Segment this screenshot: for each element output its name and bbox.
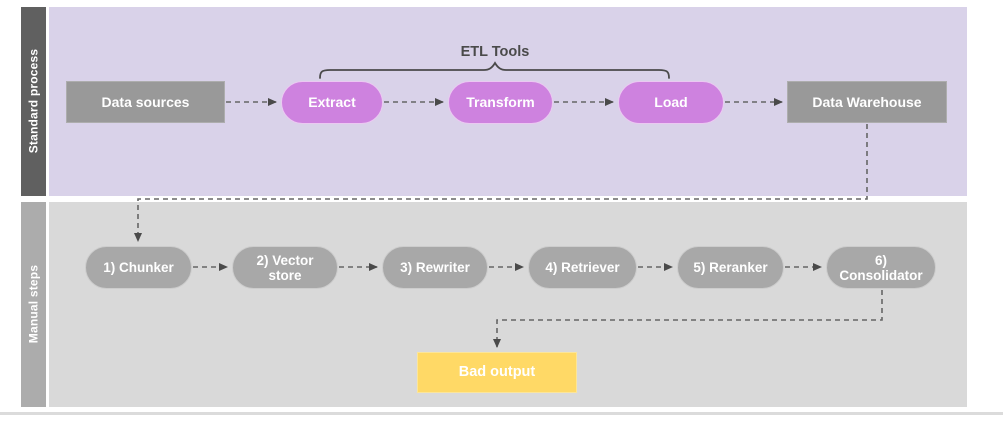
node-data-warehouse-label: Data Warehouse — [812, 93, 922, 110]
node-bad-output-label: Bad output — [458, 364, 536, 380]
lane-title-standard-process: Standard process — [26, 48, 41, 154]
node-data-sources: Data sources — [66, 81, 225, 123]
node-transform: Transform — [448, 81, 553, 124]
node-vector-store: 2) Vector store — [232, 246, 338, 289]
lane-manual-steps-sidebar — [21, 202, 46, 407]
node-data-sources-label: Data sources — [101, 93, 190, 110]
node-retriever-label: 4) Retriever — [545, 260, 620, 275]
node-data-warehouse: Data Warehouse — [787, 81, 947, 123]
node-consolidator-label: 6) Consolidator — [839, 252, 923, 283]
node-consolidator: 6) Consolidator — [826, 246, 936, 289]
node-load-label: Load — [654, 94, 688, 110]
node-rewriter: 3) Rewriter — [382, 246, 488, 289]
node-extract-label: Extract — [308, 94, 356, 110]
lane-standard-process-sidebar — [21, 7, 46, 196]
node-extract: Extract — [281, 81, 383, 124]
lane-title-manual-steps: Manual steps — [26, 264, 41, 344]
etl-tools-label: ETL Tools — [460, 44, 530, 60]
node-rewriter-label: 3) Rewriter — [400, 260, 470, 275]
node-load: Load — [618, 81, 724, 124]
node-bad-output: Bad output — [417, 352, 577, 393]
node-vector-store-label: 2) Vector store — [256, 252, 314, 283]
node-reranker: 5) Reranker — [677, 246, 784, 289]
node-transform-label: Transform — [466, 94, 535, 110]
node-chunker-label: 1) Chunker — [103, 260, 174, 275]
node-chunker: 1) Chunker — [85, 246, 192, 289]
node-reranker-label: 5) Reranker — [693, 260, 768, 275]
node-retriever: 4) Retriever — [528, 246, 637, 289]
bottom-divider — [0, 412, 1003, 415]
